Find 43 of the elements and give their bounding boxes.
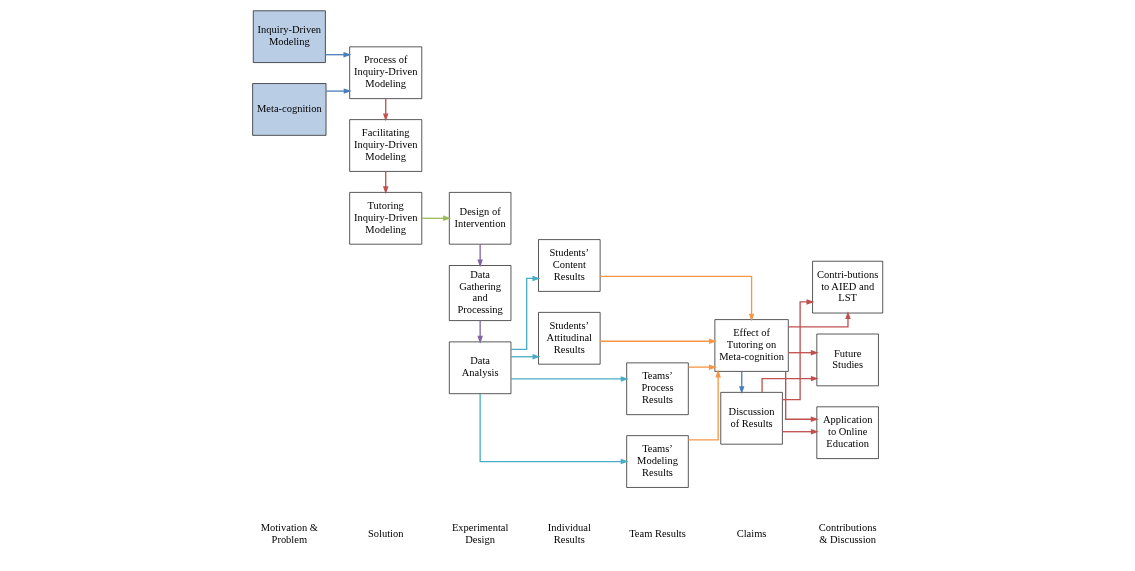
node-box: Meta-cognition (251, 83, 326, 136)
arrow (687, 364, 717, 370)
arrow (787, 311, 851, 328)
arrow (787, 349, 819, 356)
node-box: Inquiry-Driven Modeling (252, 10, 326, 63)
node-box: Students’ Attitudinal Results (537, 312, 600, 365)
node-box: Design of Intervention (448, 192, 511, 245)
arrow (510, 275, 540, 350)
arrow (324, 51, 351, 58)
arrow (599, 338, 717, 344)
label: Claims (736, 527, 766, 539)
arrow (781, 299, 814, 401)
node-box: Contri-butions to AIED and LST (811, 260, 883, 314)
arrow (479, 393, 629, 465)
arrow (760, 375, 819, 393)
arrow (781, 428, 819, 435)
arrow (476, 320, 483, 344)
label: Individual Results (547, 521, 591, 545)
arrow (509, 376, 629, 382)
node-box: Teams’ Modeling Results (625, 435, 689, 488)
node-box: Future Studies (816, 333, 879, 387)
arrow (687, 369, 721, 441)
node-box: Discussion of Results (719, 392, 783, 445)
label: Contributions & Discussion (818, 521, 876, 545)
label: Experimental Design (451, 521, 508, 545)
node-box: Data Analysis (448, 341, 511, 394)
node-box: Tutoring Inquiry-Driven Modeling (348, 192, 422, 245)
node-box: Data Gathering and Processing (448, 265, 511, 321)
arrow (420, 215, 451, 222)
node-box: Teams’ Process Results (625, 362, 689, 415)
label: Team Results (628, 527, 686, 539)
arrow (325, 88, 352, 94)
label: Solution (367, 527, 403, 539)
arrow (599, 275, 754, 322)
node-box: Effect of Tutoring on Meta-cognition (714, 319, 789, 372)
node-box: Facilitating Inquiry-Driven Modeling (348, 119, 422, 172)
arrow (784, 370, 819, 422)
arrow (509, 354, 540, 360)
node-box: Application to Online Education (816, 406, 879, 459)
arrow (476, 243, 483, 268)
node-box: Process of Inquiry-Driven Modeling (348, 46, 422, 99)
node-box: Students’ Content Results (537, 239, 600, 292)
label: Motivation & Problem (260, 521, 318, 545)
